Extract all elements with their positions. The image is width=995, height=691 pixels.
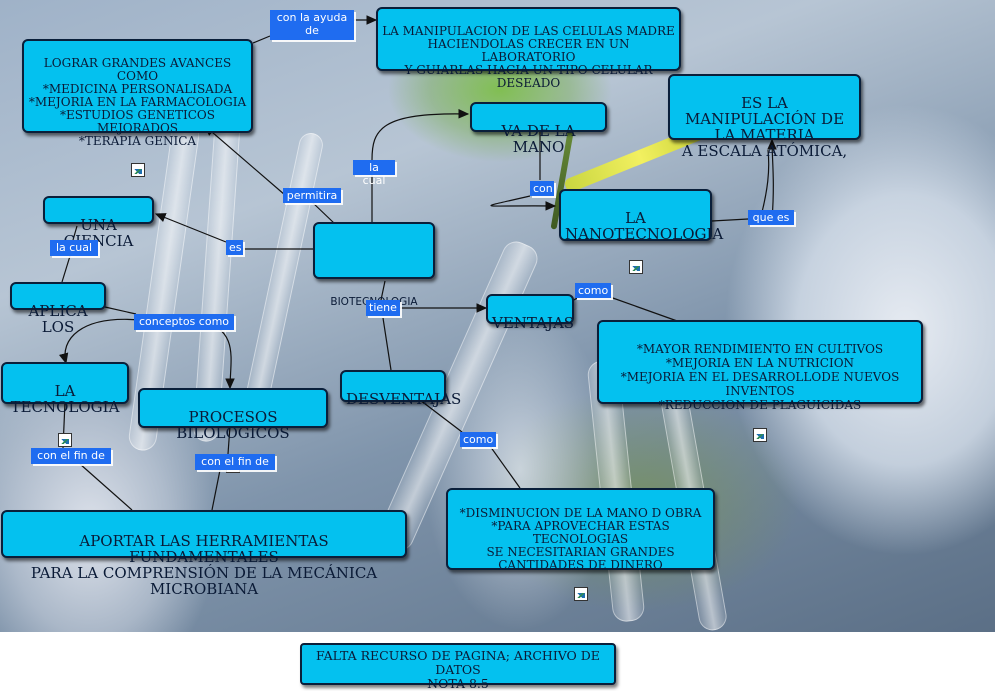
node-la-tecnologia[interactable]: LA TECNOLOGIA <box>1 362 129 447</box>
node-desventajas-lista-label: *DISMINUCION DE LA MANO D OBRA *PARA APR… <box>459 506 702 572</box>
link-label-con-la-ayuda-de[interactable]: con la ayuda de <box>270 10 354 40</box>
node-nanotecnologia[interactable]: LA NANOTECNOLOGIA <box>559 189 724 274</box>
image-icon[interactable] <box>753 428 767 442</box>
link-label-con-el-fin-de-1[interactable]: con el fin de <box>31 448 111 464</box>
link-label-con[interactable]: con <box>530 181 554 196</box>
node-manipulacion-materia[interactable]: ES LA MANIPULACIÓN DE LA MATERIA A ESCAL… <box>668 74 861 159</box>
node-ventajas-lista-label: *MAYOR RENDIMIENTO EN CULTIVOS *MEJORIA … <box>620 342 900 412</box>
node-va-de-la-mano[interactable]: VA DE LA MANO <box>470 102 607 155</box>
image-icon[interactable] <box>130 163 145 177</box>
image-icon[interactable] <box>573 587 588 601</box>
link-label-permitira[interactable]: permitira <box>283 188 341 203</box>
node-nanotecnologia-label: LA NANOTECNOLOGIA <box>565 209 724 243</box>
node-ventajas-label: VENTAJAS <box>492 314 575 332</box>
link-label-la-cual-left[interactable]: la cual <box>50 240 98 256</box>
node-manipulacion-materia-label: ES LA MANIPULACIÓN DE LA MATERIA A ESCAL… <box>681 94 848 160</box>
link-label-con-el-fin-de-2[interactable]: con el fin de <box>195 454 275 470</box>
node-desventajas-label: DESVENTAJAS <box>346 390 462 408</box>
node-una-ciencia[interactable]: UNA CIENCIA <box>43 196 154 249</box>
node-desventajas[interactable]: DESVENTAJAS <box>340 370 461 407</box>
node-ventajas-lista[interactable]: *MAYOR RENDIMIENTO EN CULTIVOS *MEJORIA … <box>597 320 923 442</box>
node-va-de-la-mano-label: VA DE LA MANO <box>501 122 576 156</box>
node-aplica-los-label: APLICA LOS <box>28 302 88 336</box>
node-lograr-label: LOGRAR GRANDES AVANCES COMO *MEDICINA PE… <box>28 56 247 148</box>
image-icon[interactable] <box>58 433 72 447</box>
link-label-la-cual-top[interactable]: la cual <box>353 160 395 187</box>
node-procesos-label: PROCESOS BILOLOGICOS <box>176 408 290 442</box>
node-aportar-label: APORTAR LAS HERRAMIENTAS FUNDAMENTALES P… <box>30 532 378 598</box>
link-label-tiene[interactable]: tiene <box>366 300 400 316</box>
node-la-tecnologia-label: LA TECNOLOGIA <box>10 382 120 416</box>
link-label-como-ventajas[interactable]: como <box>575 283 611 298</box>
link-label-conceptos-como[interactable]: conceptos como <box>134 314 234 330</box>
image-icon[interactable] <box>628 260 643 274</box>
node-manipulacion-celulas[interactable]: LA MANIPULACION DE LAS CELULAS MADRE HAC… <box>376 7 681 119</box>
node-aplica-los[interactable]: APLICA LOS <box>10 282 106 335</box>
footer-note[interactable]: FALTA RECURSO DE PAGINA; ARCHIVO DE DATO… <box>300 643 616 691</box>
node-desventajas-lista[interactable]: *DISMINUCION DE LA MANO D OBRA *PARA APR… <box>446 488 715 601</box>
node-biotecnologia[interactable]: BIOTECNOLOGIA <box>313 222 435 308</box>
concept-links <box>58 15 777 511</box>
node-procesos-biologicos[interactable]: PROCESOS BILOLOGICOS <box>138 388 328 473</box>
link-label-que-es[interactable]: que es <box>748 210 794 225</box>
node-ventajas[interactable]: VENTAJAS <box>486 294 574 331</box>
node-manipulacion-celulas-label: LA MANIPULACION DE LAS CELULAS MADRE HAC… <box>382 24 675 90</box>
node-lograr-avances[interactable]: LOGRAR GRANDES AVANCES COMO *MEDICINA PE… <box>22 39 253 177</box>
node-aportar[interactable]: APORTAR LAS HERRAMIENTAS FUNDAMENTALES P… <box>1 510 407 597</box>
link-label-como-desventajas[interactable]: como <box>460 432 496 447</box>
link-label-es[interactable]: es <box>226 240 243 255</box>
